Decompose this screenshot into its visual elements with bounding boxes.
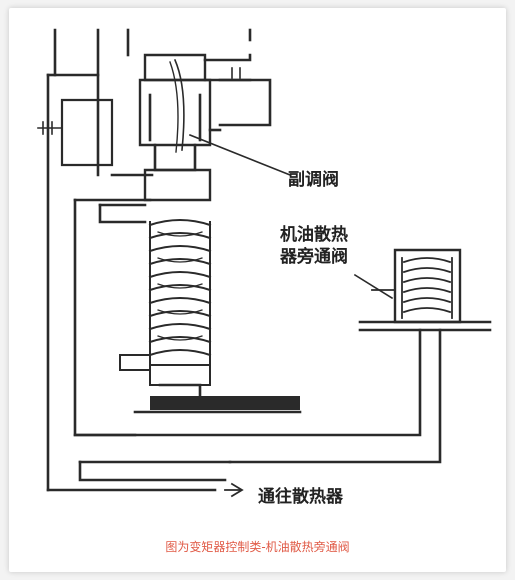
label-bypass-line1: 机油散热 bbox=[280, 224, 348, 245]
upper-right-chamber bbox=[203, 53, 272, 132]
content-card bbox=[9, 8, 506, 572]
base-plate bbox=[133, 396, 302, 414]
valve-diagram: 副调阀 机油散热 器旁通阀 通往散热器 bbox=[37, 28, 492, 507]
label-to-radiator: 通往散热器 bbox=[258, 486, 344, 507]
figure-caption: 图为变矩器控制类-机油散热旁通阀 bbox=[165, 540, 350, 554]
bypass-spring bbox=[402, 257, 452, 314]
flow-arrow bbox=[224, 482, 244, 498]
middle-housing bbox=[73, 198, 152, 437]
leader-lines bbox=[188, 133, 394, 300]
left-small-chamber bbox=[60, 73, 154, 177]
valve-spring bbox=[148, 219, 212, 366]
aux-valve-body bbox=[138, 53, 212, 202]
label-aux-valve: 副调阀 bbox=[288, 169, 339, 190]
return-lines bbox=[46, 328, 442, 492]
lower-spring-seat bbox=[119, 354, 211, 397]
label-bypass-line2: 器旁通阀 bbox=[279, 246, 348, 267]
left-restriction-marks bbox=[37, 121, 63, 135]
housing-outline bbox=[46, 28, 252, 492]
